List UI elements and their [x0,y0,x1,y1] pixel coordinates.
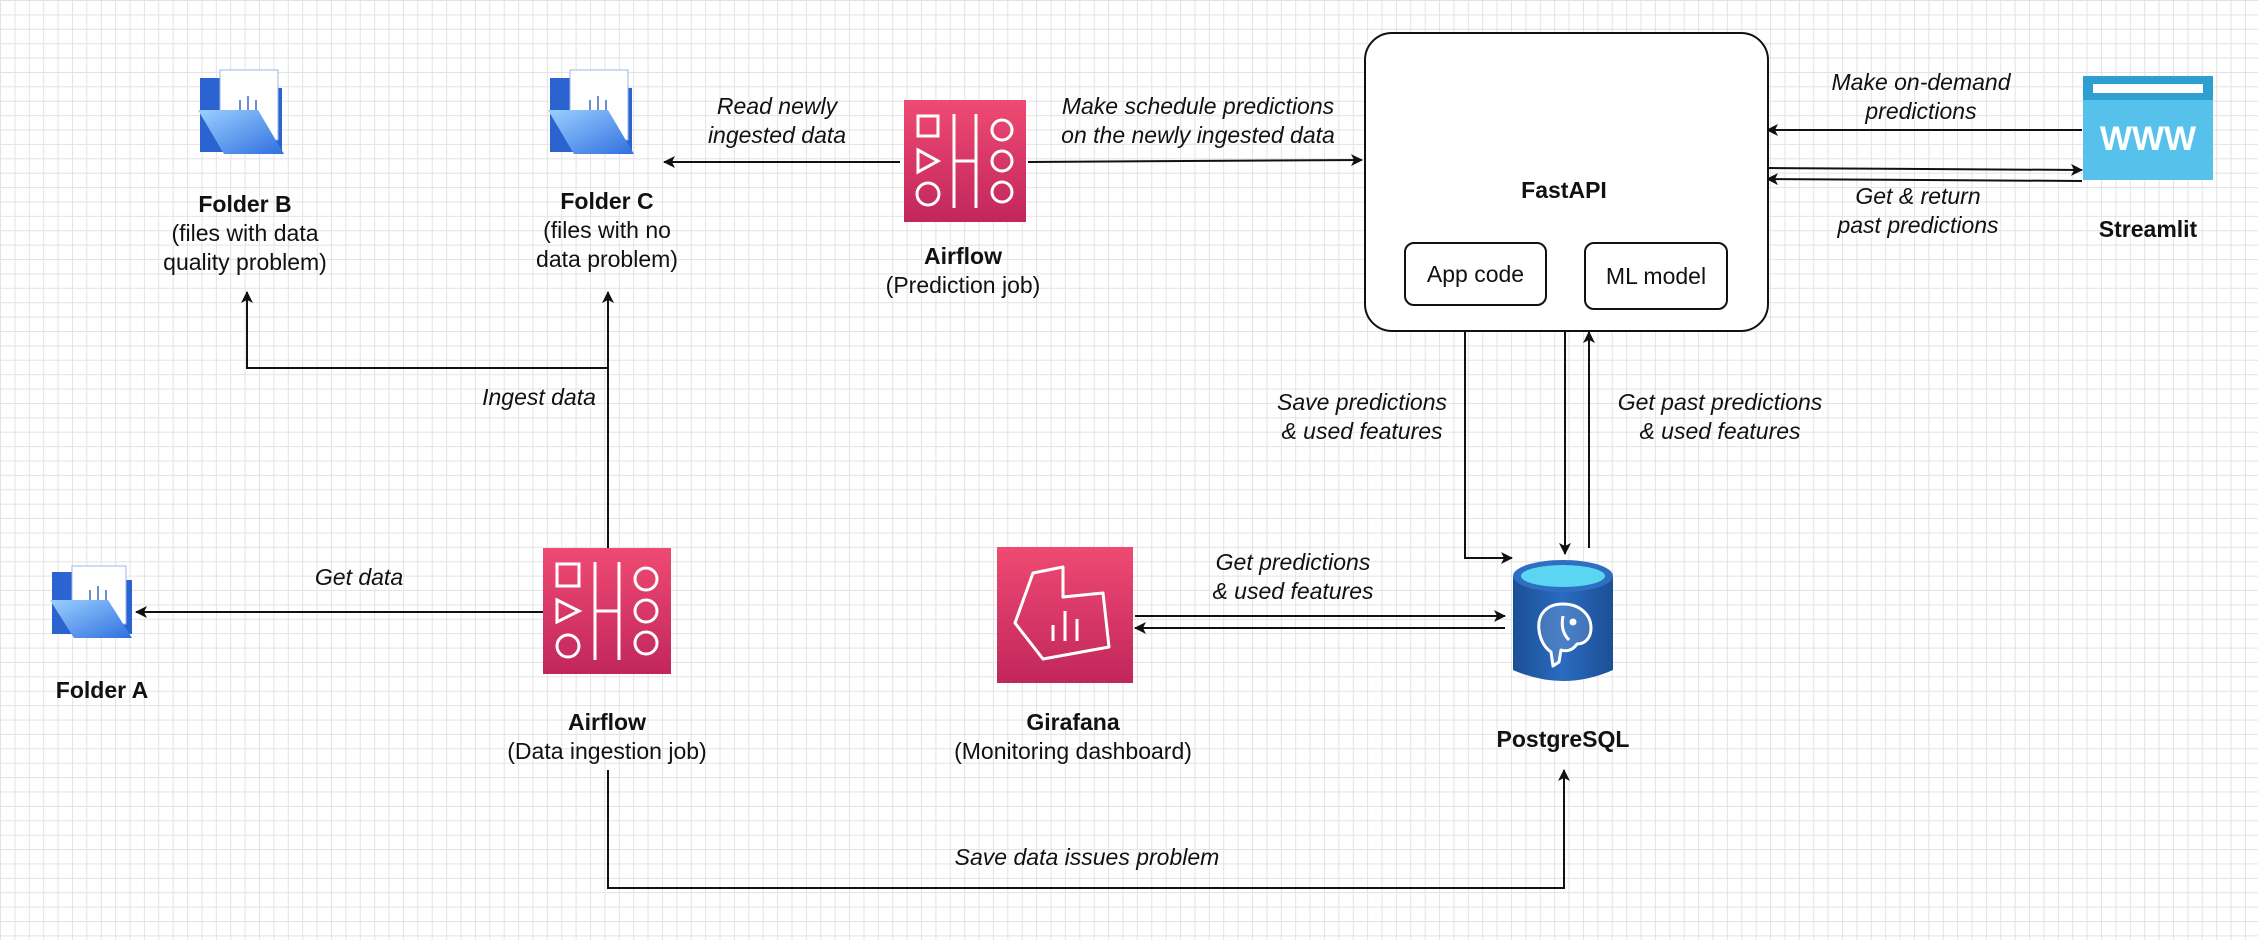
edge-label-read-newly: Read newly ingested data [708,92,846,150]
grafana-label: Girafana (Monitoring dashboard) [954,708,1192,766]
airflow-ingestion-label: Airflow (Data ingestion job) [507,708,706,766]
edge-save-issues [607,769,1570,889]
folder-b-icon [198,69,284,154]
edge-label-get-past-predictions: Get past predictions & used features [1618,388,1823,446]
edge-label-save-issues-1: Save data issues problem [954,844,1220,870]
edge-label-make-on-demand-2: predictions [1865,98,1977,124]
grafana-desc: (Monitoring dashboard) [954,738,1192,764]
edge-label-make-schedule-2: on the newly ingested data [1061,122,1335,148]
edge-label-save-predictions-1: Save predictions [1276,389,1448,415]
folder-b-name: Folder B [198,191,292,217]
edge-make-schedule [1027,154,1363,167]
airflow-ingestion-icon [543,548,671,674]
edge-label-save-issues: Save data issues problem [955,843,1220,872]
folder-a-icon [50,565,132,638]
app-code-box[interactable]: App code [1404,242,1547,306]
edge-label-get-data-1: Get data [314,564,404,590]
postgresql-icon [1513,560,1613,681]
folder-c-icon [548,69,634,154]
edge-label-save-predictions: Save predictions & used features [1277,388,1447,446]
grafana-icon [997,547,1133,683]
edge-label-ingest-data: Ingest data [482,383,596,412]
folder-b-label: Folder B (files with data quality proble… [163,190,327,277]
edge-label-get-predictions: Get predictions & used features [1212,548,1373,606]
folder-b-desc-1: (files with data [171,220,319,246]
edge-label-get-return: Get & return past predictions [1837,182,1998,240]
edge-label-get-past-predictions-2: & used features [1639,418,1801,444]
folder-c-name: Folder C [560,188,654,214]
postgresql-label: PostgreSQL [1497,725,1630,754]
edge-label-get-return-1: Get & return [1855,183,1981,209]
edge-label-get-predictions-2: & used features [1212,578,1374,604]
edge-label-get-return-2: past predictions [1837,212,1999,238]
airflow-ingestion-desc: (Data ingestion job) [507,738,707,764]
edge-get-return-right [1766,163,2083,176]
edge-get-return-left [1766,173,2083,186]
airflow-ingestion-name: Airflow [568,709,646,735]
airflow-prediction-label: Airflow (Prediction job) [886,242,1041,300]
airflow-prediction-desc: (Prediction job) [885,272,1041,298]
folder-c-label: Folder C (files with no data problem) [536,187,678,274]
edge-label-save-predictions-2: & used features [1281,418,1443,444]
streamlit-name: Streamlit [2098,216,2198,242]
postgresql-name: PostgreSQL [1496,726,1630,752]
edge-ingest-to-b [241,291,608,369]
airflow-prediction-name: Airflow [924,243,1002,269]
edge-label-read-newly-2: ingested data [707,122,847,148]
streamlit-banner-text: WWW [2100,120,2197,158]
ml-model-box[interactable]: ML model [1584,242,1728,310]
edge-label-ingest-data-1: Ingest data [482,384,596,410]
edge-label-make-on-demand: Make on-demand predictions [1832,68,2011,126]
app-code-label: App code [1426,260,1525,287]
streamlit-label: Streamlit [2099,215,2197,244]
edge-label-get-predictions-1: Get predictions [1215,549,1371,575]
edge-label-get-past-predictions-1: Get past predictions [1617,389,1823,415]
ml-model-label: ML model [1605,262,1707,289]
folder-b-desc-2: quality problem) [163,249,327,275]
edge-label-make-schedule: Make schedule predictions on the newly i… [1061,92,1335,150]
edge-label-make-on-demand-1: Make on-demand [1831,69,2011,95]
fastapi-label: FastAPI [1521,176,1607,205]
edge-label-read-newly-1: Read newly [716,93,838,119]
edge-save-predictions [1464,330,1513,564]
fastapi-name: FastAPI [1521,177,1607,203]
folder-a-name: Folder A [55,677,149,703]
streamlit-icon: WWW [2083,76,2213,180]
folder-c-desc-2: data problem) [536,246,678,272]
edge-label-get-data: Get data [315,563,403,592]
folder-c-desc-1: (files with no [543,217,671,243]
grafana-name: Girafana [1026,709,1120,735]
edge-label-make-schedule-1: Make schedule predictions [1061,93,1335,119]
edge-lines [135,124,2083,889]
airflow-prediction-icon [904,100,1026,222]
folder-a-label: Folder A [56,676,148,705]
